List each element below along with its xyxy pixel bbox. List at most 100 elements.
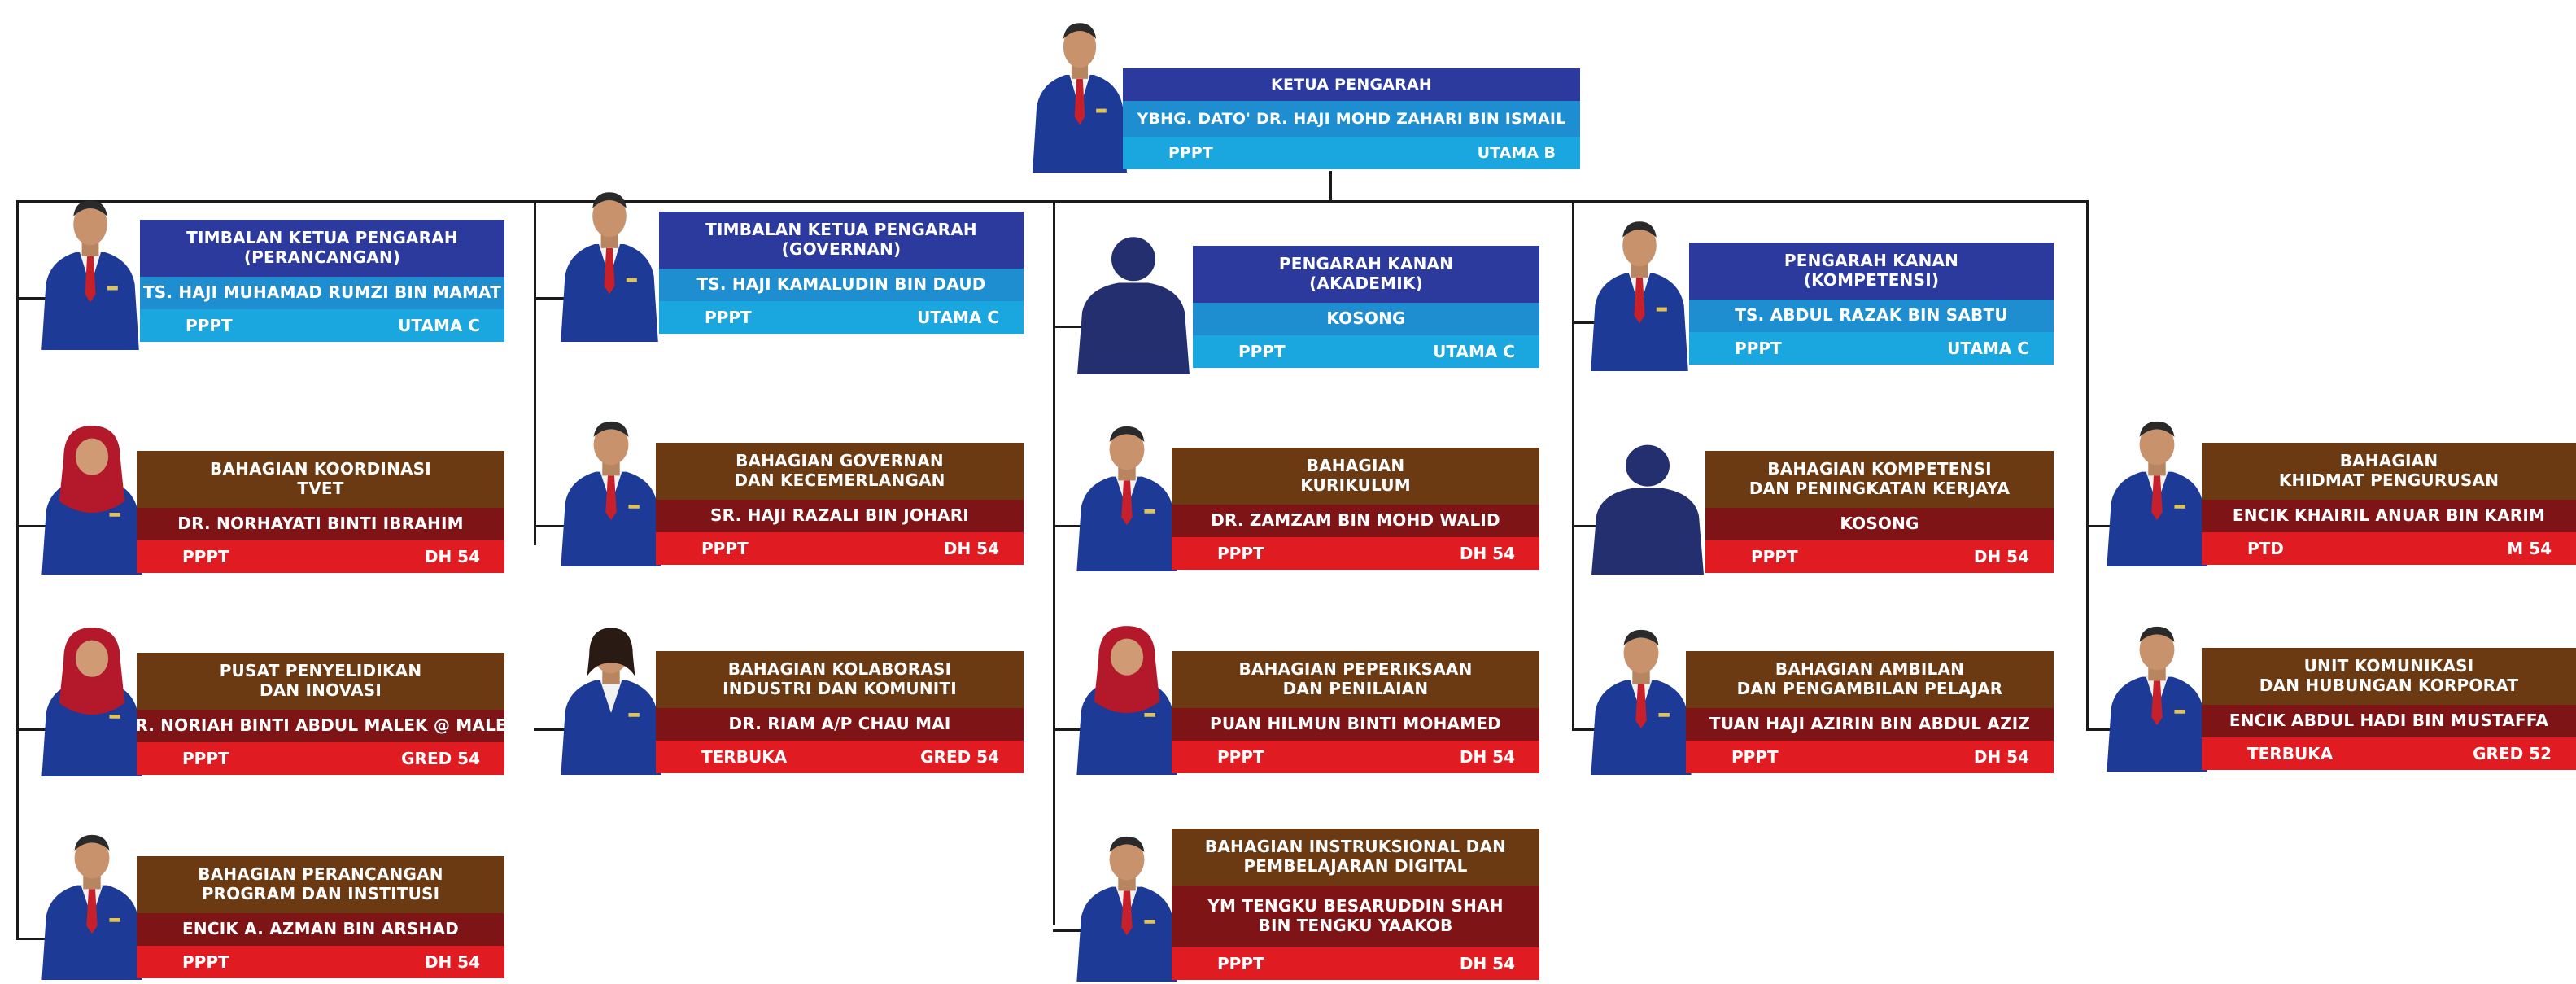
position-title-text: DAN PENGAMBILAN PELAJAR (1736, 679, 2003, 698)
position-title-text: TVET (297, 479, 344, 498)
connector-line (1572, 321, 1605, 324)
service-scheme: PPPT (1217, 954, 1264, 973)
connector-line (16, 200, 19, 939)
connector-line (1053, 200, 1055, 925)
connector-line (534, 297, 566, 300)
officer-name: TS. HAJI KAMALUDIN BIN DAUD (659, 269, 1024, 301)
officer-name: DR. NORHAYATI BINTI IBRAHIM (137, 508, 504, 540)
position-title: KETUA PENGARAH (1123, 68, 1580, 101)
position-title-text: BAHAGIAN (2339, 451, 2438, 471)
position-title-text: TIMBALAN KETUA PENGARAH (705, 220, 977, 240)
position-title: TIMBALAN KETUA PENGARAH(PERANCANGAN) (140, 220, 504, 277)
service-scheme: PPPT (701, 539, 749, 558)
position-title: TIMBALAN KETUA PENGARAH(GOVERNAN) (659, 212, 1024, 269)
officer-name-text: TS. HAJI MUHAMAD RUMZI BIN MAMAT (142, 282, 502, 303)
officer-name: TS. HAJI MUHAMAD RUMZI BIN MAMAT (140, 277, 504, 309)
officer-name: KOSONG (1193, 303, 1539, 335)
position-title-text: PEMBELAJARAN DIGITAL (1243, 856, 1468, 876)
connector-line (1572, 728, 1605, 731)
connector-line (2086, 728, 2119, 731)
position-title-text: BAHAGIAN (1306, 456, 1405, 476)
officer-name: KOSONG (1705, 508, 2054, 540)
officer-name: PUAN HILMUN BINTI MOHAMED (1172, 708, 1539, 741)
connector-line (1053, 728, 1085, 731)
position-title-text: BAHAGIAN KOORDINASI (210, 459, 431, 479)
position-title-text: BAHAGIAN INSTRUKSIONAL DAN (1204, 837, 1507, 857)
grade-label: DH 54 (1973, 747, 2029, 767)
position-title-text: PROGRAM DAN INSTITUSI (201, 884, 440, 903)
officer-name-text: YBHG. DATO' DR. HAJI MOHD ZAHARI BIN ISM… (1137, 109, 1566, 128)
service-scheme: PPPT (182, 547, 229, 566)
person-photo (37, 155, 143, 350)
officer-name-text: YM TENGKU BESARUDDIN SHAH (1207, 896, 1504, 916)
position-title-text: TIMBALAN KETUA PENGARAH (186, 228, 458, 248)
position-title-text: KHIDMAT PENGURUSAN (2278, 470, 2500, 490)
position-title-text: PUSAT PENYELIDIKAN (219, 661, 422, 681)
officer-name-text: PUAN HILMUN BINTI MOHAMED (1210, 714, 1501, 734)
service-scheme: PPPT (1238, 342, 1286, 361)
person-photo (1587, 179, 1692, 371)
officer-name: ENCIK KHAIRIL ANUAR BIN KARIM (2202, 500, 2576, 532)
person-photo (557, 583, 666, 775)
person-photo (1072, 778, 1181, 982)
officer-name-text: ENCIK A. AZMAN BIN ARSHAD (182, 919, 459, 939)
connector-line (1053, 929, 1085, 932)
officer-name: ENCIK A. AZMAN BIN ARSHAD (137, 913, 504, 946)
officer-name: YBHG. DATO' DR. HAJI MOHD ZAHARI BIN ISM… (1123, 101, 1580, 137)
connector-line (1572, 200, 1574, 731)
grade-label: UTAMA C (1433, 342, 1515, 361)
card-ketua-pengarah: KETUA PENGARAH YBHG. DATO' DR. HAJI MOHD … (1028, 11, 1580, 173)
position-title-text: PENGARAH KANAN (1784, 251, 1959, 271)
position-title: PENGARAH KANAN(KOMPETENSI) (1689, 243, 2054, 300)
officer-name-text: DR. ZAMZAM BIN MOHD WALID (1211, 510, 1500, 531)
position-title-text: KURIKULUM (1300, 475, 1411, 495)
service-scheme: PPPT (1217, 544, 1264, 563)
vacant-silhouette (1072, 182, 1194, 374)
officer-name: DR. NORIAH BINTI ABDUL MALEK @ MALEK (137, 710, 504, 742)
connector-line (16, 525, 49, 527)
grade-label: UTAMA C (1947, 339, 2029, 358)
position-title-text: (PERANCANGAN) (243, 247, 401, 267)
connector-line (16, 728, 49, 731)
person-photo (557, 147, 662, 342)
position-title-text: BAHAGIAN AMBILAN (1775, 659, 1965, 680)
person-photo (1072, 379, 1181, 571)
officer-name-text: TUAN HAJI AZIRIN BIN ABDUL AZIZ (1709, 714, 2031, 734)
position-title-text: BAHAGIAN PERANCANGAN (198, 864, 443, 885)
person-photo (37, 584, 146, 776)
card-deputy: PENGARAH KANAN(KOMPETENSI)TS. ABDUL RAZA… (1587, 179, 2054, 371)
grade-label: M 54 (2507, 539, 2552, 558)
grade-label: GRED 52 (2473, 744, 2552, 763)
card-deputy: TIMBALAN KETUA PENGARAH(PERANCANGAN) TS. … (37, 155, 504, 350)
grade-label: DH 54 (1459, 544, 1515, 563)
connector-line (16, 938, 49, 940)
position-title-text: INDUSTRI DAN KOMUNITI (723, 679, 957, 698)
grade-label: UTAMA B (1477, 144, 1556, 162)
position-title-text: (AKADEMIK) (1309, 273, 1423, 293)
officer-name-text: DR. RIAM A/P CHAU MAI (728, 714, 951, 734)
position-title-text: (KOMPETENSI) (1803, 270, 1940, 290)
